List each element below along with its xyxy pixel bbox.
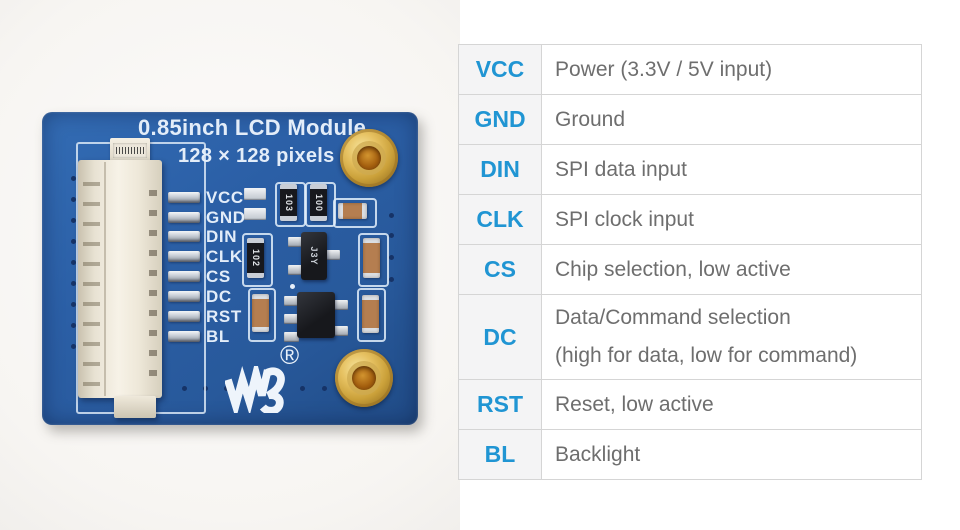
pin-name: DC bbox=[459, 295, 542, 379]
ic-lead bbox=[284, 314, 299, 324]
pin-name: CS bbox=[459, 245, 542, 294]
pcb-pin-label-dc: DC bbox=[206, 287, 232, 306]
pin-name: RST bbox=[459, 380, 542, 429]
capacitor bbox=[252, 294, 269, 332]
standoff-bottom bbox=[335, 349, 393, 407]
table-row: DC Data/Command selection (high for data,… bbox=[459, 295, 921, 380]
pin-description: Power (3.3V / 5V input) bbox=[555, 57, 773, 81]
pin-description: Data/Command selection bbox=[555, 306, 791, 329]
connector-sticker bbox=[113, 143, 147, 158]
pin-name: GND bbox=[459, 95, 542, 144]
pcb-title: 0.85inch LCD Module bbox=[138, 115, 367, 140]
pin-table: VCC Power (3.3V / 5V input) GND Ground D… bbox=[458, 44, 922, 480]
capacitor bbox=[338, 203, 367, 219]
pin-name: BL bbox=[459, 430, 542, 479]
transistor-j3y: J3Y bbox=[301, 232, 327, 280]
drill-holes bbox=[71, 176, 76, 181]
transistor-lead bbox=[288, 265, 303, 275]
pcb-board: 0.85inch LCD Module 128 × 128 pixels bbox=[42, 112, 418, 425]
ic-lead bbox=[333, 326, 348, 336]
table-row: VCC Power (3.3V / 5V input) bbox=[459, 45, 921, 95]
resistor-100-label: 100 bbox=[313, 193, 324, 212]
pcb-subtitle: 128 × 128 pixels bbox=[178, 145, 335, 167]
connector-pin-slots bbox=[149, 190, 157, 386]
pin-description: Chip selection, low active bbox=[555, 257, 791, 281]
table-row: DIN SPI data input bbox=[459, 145, 921, 195]
pin-name: CLK bbox=[459, 195, 542, 244]
table-row: GND Ground bbox=[459, 95, 921, 145]
ic-lead bbox=[333, 300, 348, 310]
pin-name: DIN bbox=[459, 145, 542, 194]
pcb-pin-label-rst: RST bbox=[206, 307, 242, 326]
pin-description: Reset, low active bbox=[555, 392, 714, 416]
transistor-j3y-label: J3Y bbox=[309, 246, 319, 266]
pcb-pin-label-bl: BL bbox=[206, 327, 230, 346]
solder-pad bbox=[168, 251, 200, 262]
jst-connector bbox=[78, 160, 162, 398]
pcb-pin-label-cs: CS bbox=[206, 267, 231, 286]
solder-pad bbox=[168, 231, 200, 242]
table-row: CS Chip selection, low active bbox=[459, 245, 921, 295]
solder-pad bbox=[168, 291, 200, 302]
pin-description: Backlight bbox=[555, 442, 641, 466]
table-row: BL Backlight bbox=[459, 430, 921, 479]
silkscreen-box bbox=[248, 288, 276, 342]
resistor-103-label: 103 bbox=[283, 193, 294, 212]
silkscreen-box bbox=[242, 233, 273, 287]
silkscreen-box bbox=[333, 198, 377, 228]
ic-lead bbox=[284, 332, 299, 342]
standoff-bottom-hole bbox=[352, 366, 376, 390]
pin-description: SPI clock input bbox=[555, 207, 694, 231]
resistor-102-label: 102 bbox=[250, 248, 261, 268]
pin-name: VCC bbox=[459, 45, 542, 94]
waveshare-logo-icon bbox=[225, 366, 285, 413]
pin-description: SPI data input bbox=[555, 157, 687, 181]
silkscreen-box bbox=[305, 182, 336, 227]
resistor-103: 103 bbox=[280, 184, 297, 221]
table-row: CLK SPI clock input bbox=[459, 195, 921, 245]
bare-pad bbox=[244, 208, 266, 220]
capacitor bbox=[363, 238, 380, 278]
connector-bottom-tab bbox=[114, 396, 156, 418]
bare-pad bbox=[244, 188, 266, 200]
solder-pad bbox=[168, 192, 200, 203]
pin-description-2: (high for data, low for command) bbox=[555, 344, 858, 367]
pcb-pin-label-din: DIN bbox=[206, 227, 238, 246]
pin-description: Ground bbox=[555, 107, 626, 131]
registered-trademark: ® bbox=[280, 340, 300, 370]
standoff-top-hole bbox=[357, 146, 381, 170]
solder-pad bbox=[168, 212, 200, 223]
solder-pad bbox=[168, 331, 200, 342]
sticker-print bbox=[116, 147, 144, 154]
connector-divider bbox=[104, 162, 106, 396]
silkscreen-box bbox=[357, 288, 386, 342]
resistor-102: 102 bbox=[247, 238, 264, 278]
standoff-top bbox=[340, 129, 398, 187]
silkscreen-box bbox=[358, 233, 389, 287]
resistor-100: 100 bbox=[310, 184, 327, 221]
solder-pad bbox=[168, 271, 200, 282]
pcb-photo: 0.85inch LCD Module 128 × 128 pixels bbox=[0, 0, 460, 530]
transistor-lead bbox=[288, 237, 303, 247]
ic-sot23-5 bbox=[297, 292, 335, 338]
pcb-pin-label-vcc: VCC bbox=[206, 188, 244, 207]
pcb-pin-label-clk: CLK bbox=[206, 247, 243, 266]
connector-crimp-slots bbox=[83, 170, 100, 390]
pcb-pin-label-gnd: GND bbox=[206, 208, 246, 227]
ic-lead bbox=[284, 296, 299, 306]
table-row: RST Reset, low active bbox=[459, 380, 921, 430]
solder-pad bbox=[168, 311, 200, 322]
silkscreen-dot bbox=[290, 284, 295, 289]
capacitor bbox=[362, 295, 379, 333]
transistor-lead bbox=[325, 250, 340, 260]
